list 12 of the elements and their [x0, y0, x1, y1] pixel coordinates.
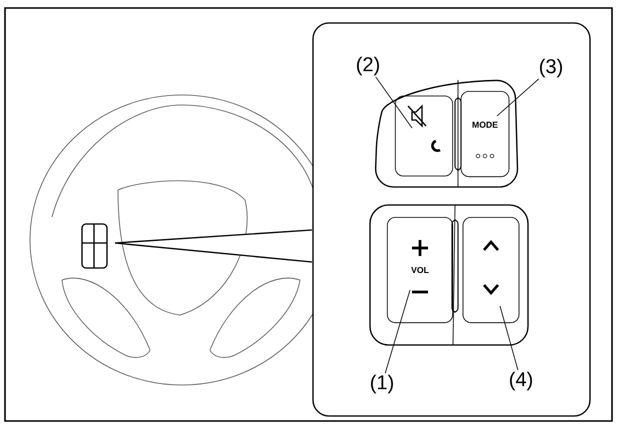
button	[462, 216, 520, 324]
button	[394, 96, 454, 176]
leader-line	[375, 76, 412, 128]
callout-number: (1)	[371, 374, 393, 394]
callout-number: (2)	[357, 56, 379, 76]
button: MODE	[460, 90, 510, 178]
leader-line	[496, 78, 540, 116]
leader-line	[384, 290, 410, 374]
callout-number: (3)	[540, 58, 562, 78]
callout-number: (4)	[510, 372, 532, 390]
button: VOL	[386, 216, 454, 324]
leader-line	[500, 306, 518, 370]
